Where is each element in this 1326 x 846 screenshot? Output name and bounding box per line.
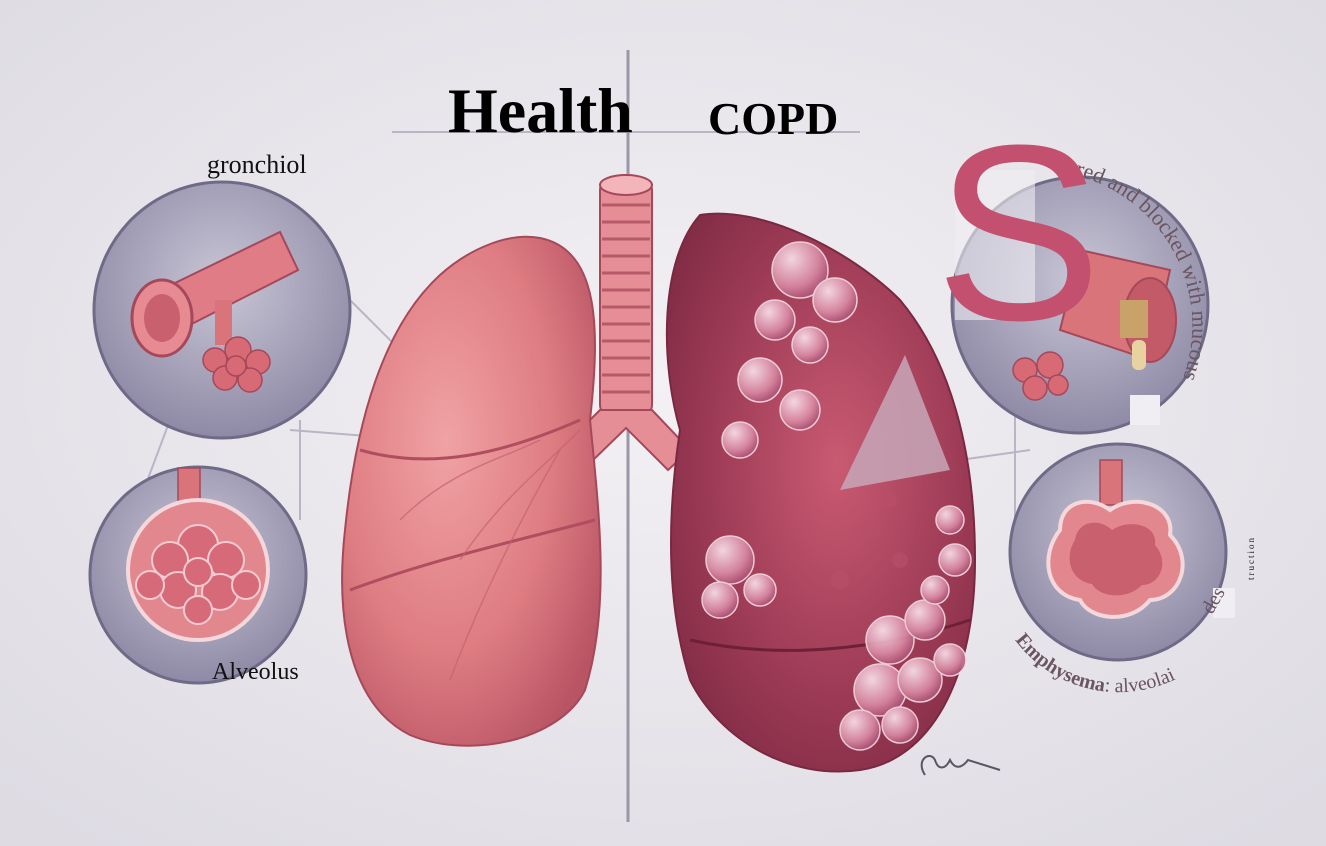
overlay-letter-s: S (935, 108, 1102, 358)
alveolus-detail (90, 467, 306, 683)
bronchiole-detail (94, 182, 350, 438)
title-copd: COPD (708, 92, 838, 145)
bronchiole-label: gronchiol (207, 150, 307, 180)
alveolus-label: Alveolus (212, 659, 299, 686)
vertical-caption: truction (1246, 536, 1256, 580)
title-health: Health (448, 74, 633, 148)
